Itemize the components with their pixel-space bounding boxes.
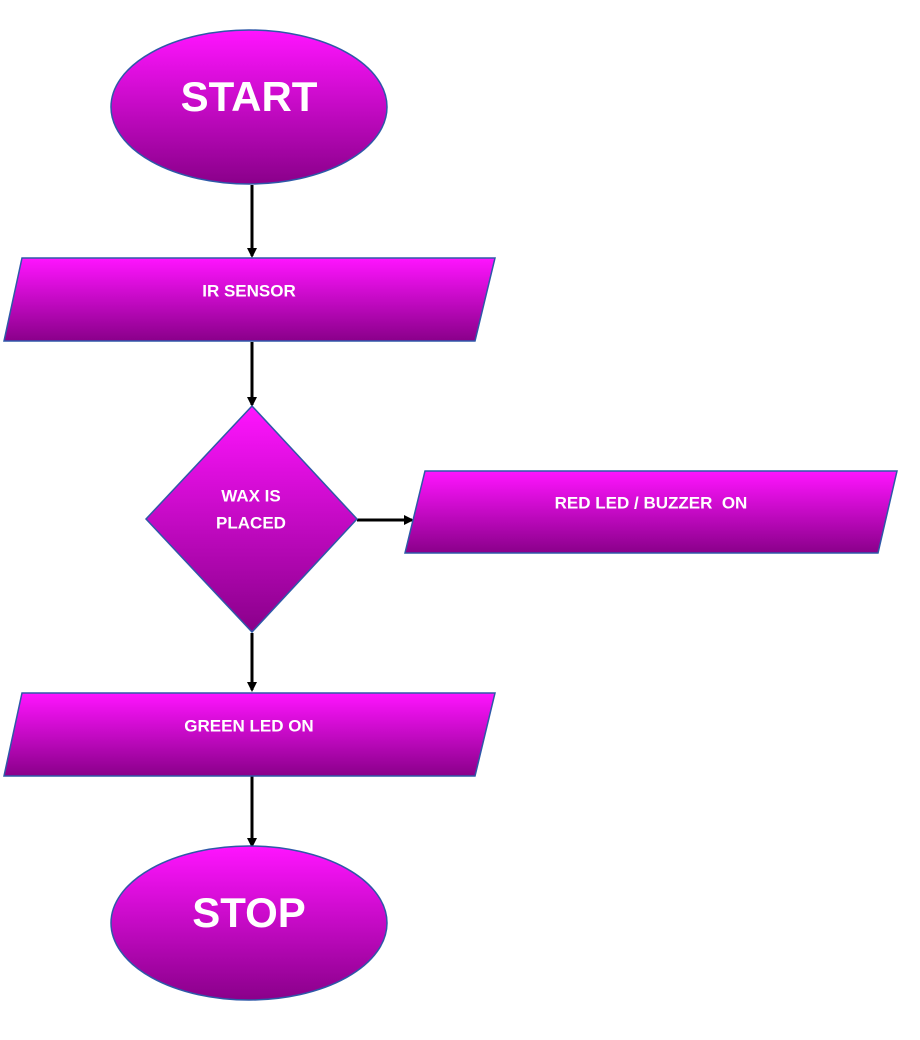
- start-label: START: [181, 73, 318, 120]
- red-led-label: RED LED / BUZZER ON: [555, 493, 748, 512]
- stop-label: STOP: [192, 889, 306, 936]
- start-node: START: [110, 29, 388, 185]
- green-led-label: GREEN LED ON: [184, 716, 313, 735]
- stop-node: STOP: [110, 845, 388, 1001]
- red-led-parallelogram: [404, 470, 898, 554]
- red-led-node: RED LED / BUZZER ON: [404, 470, 898, 554]
- ir-sensor-parallelogram: [3, 257, 496, 342]
- decision-node: WAX IS PLACED: [144, 404, 359, 634]
- green-led-node: GREEN LED ON: [3, 692, 496, 777]
- start-ellipse: [110, 29, 388, 185]
- decision-label-line1: WAX IS: [221, 486, 281, 505]
- decision-diamond: [144, 404, 359, 634]
- ir-sensor-label: IR SENSOR: [202, 281, 296, 300]
- ir-sensor-node: IR SENSOR: [3, 257, 496, 342]
- green-led-parallelogram: [3, 692, 496, 777]
- decision-label-line2: PLACED: [216, 513, 286, 532]
- stop-ellipse: [110, 845, 388, 1001]
